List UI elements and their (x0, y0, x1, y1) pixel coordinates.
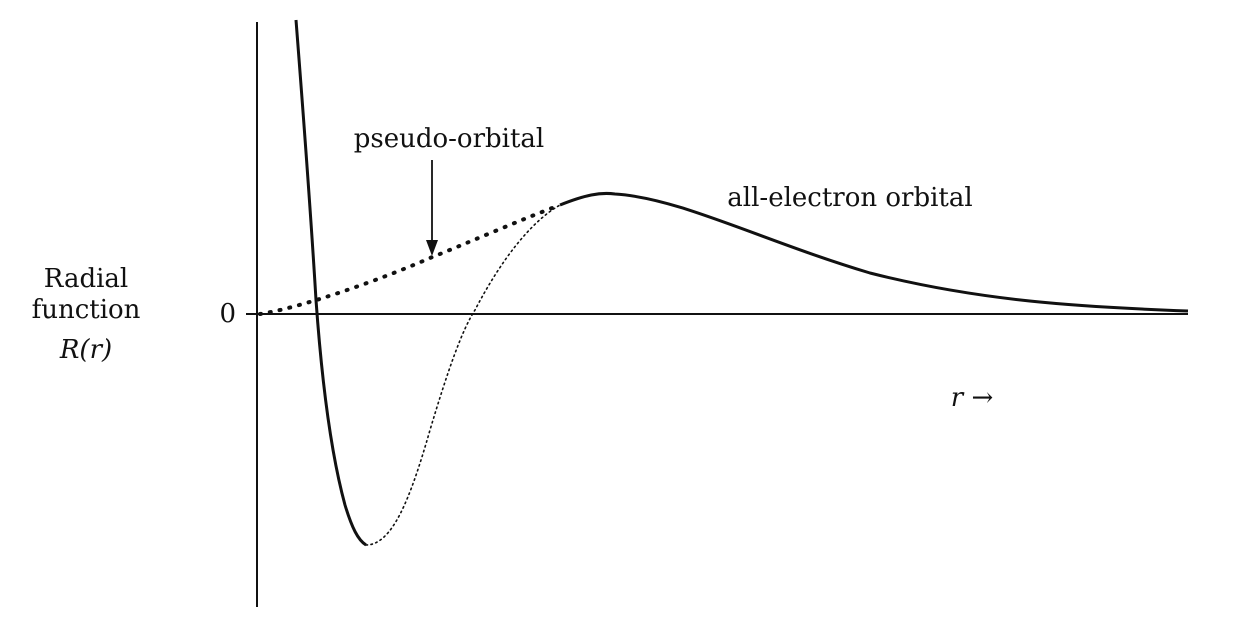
all-electron-orbital-label: all-electron orbital (727, 183, 972, 213)
y-axis-label-line3: R(r) (59, 335, 112, 365)
y-axis-label-line1: Radial (44, 264, 128, 294)
x-axis-label: r → (951, 383, 993, 413)
all-electron-core-descent (294, 19, 367, 547)
all-electron-tail (559, 191, 1189, 313)
pseudo-orbital-label: pseudo-orbital (354, 124, 545, 154)
pseudo-orbital-curve (258, 203, 562, 316)
all-electron-core-dotted (365, 204, 561, 546)
pseudo-orbital-arrowhead (426, 240, 438, 256)
zero-label: 0 (219, 299, 236, 329)
y-axis-label-line2: function (32, 295, 141, 325)
